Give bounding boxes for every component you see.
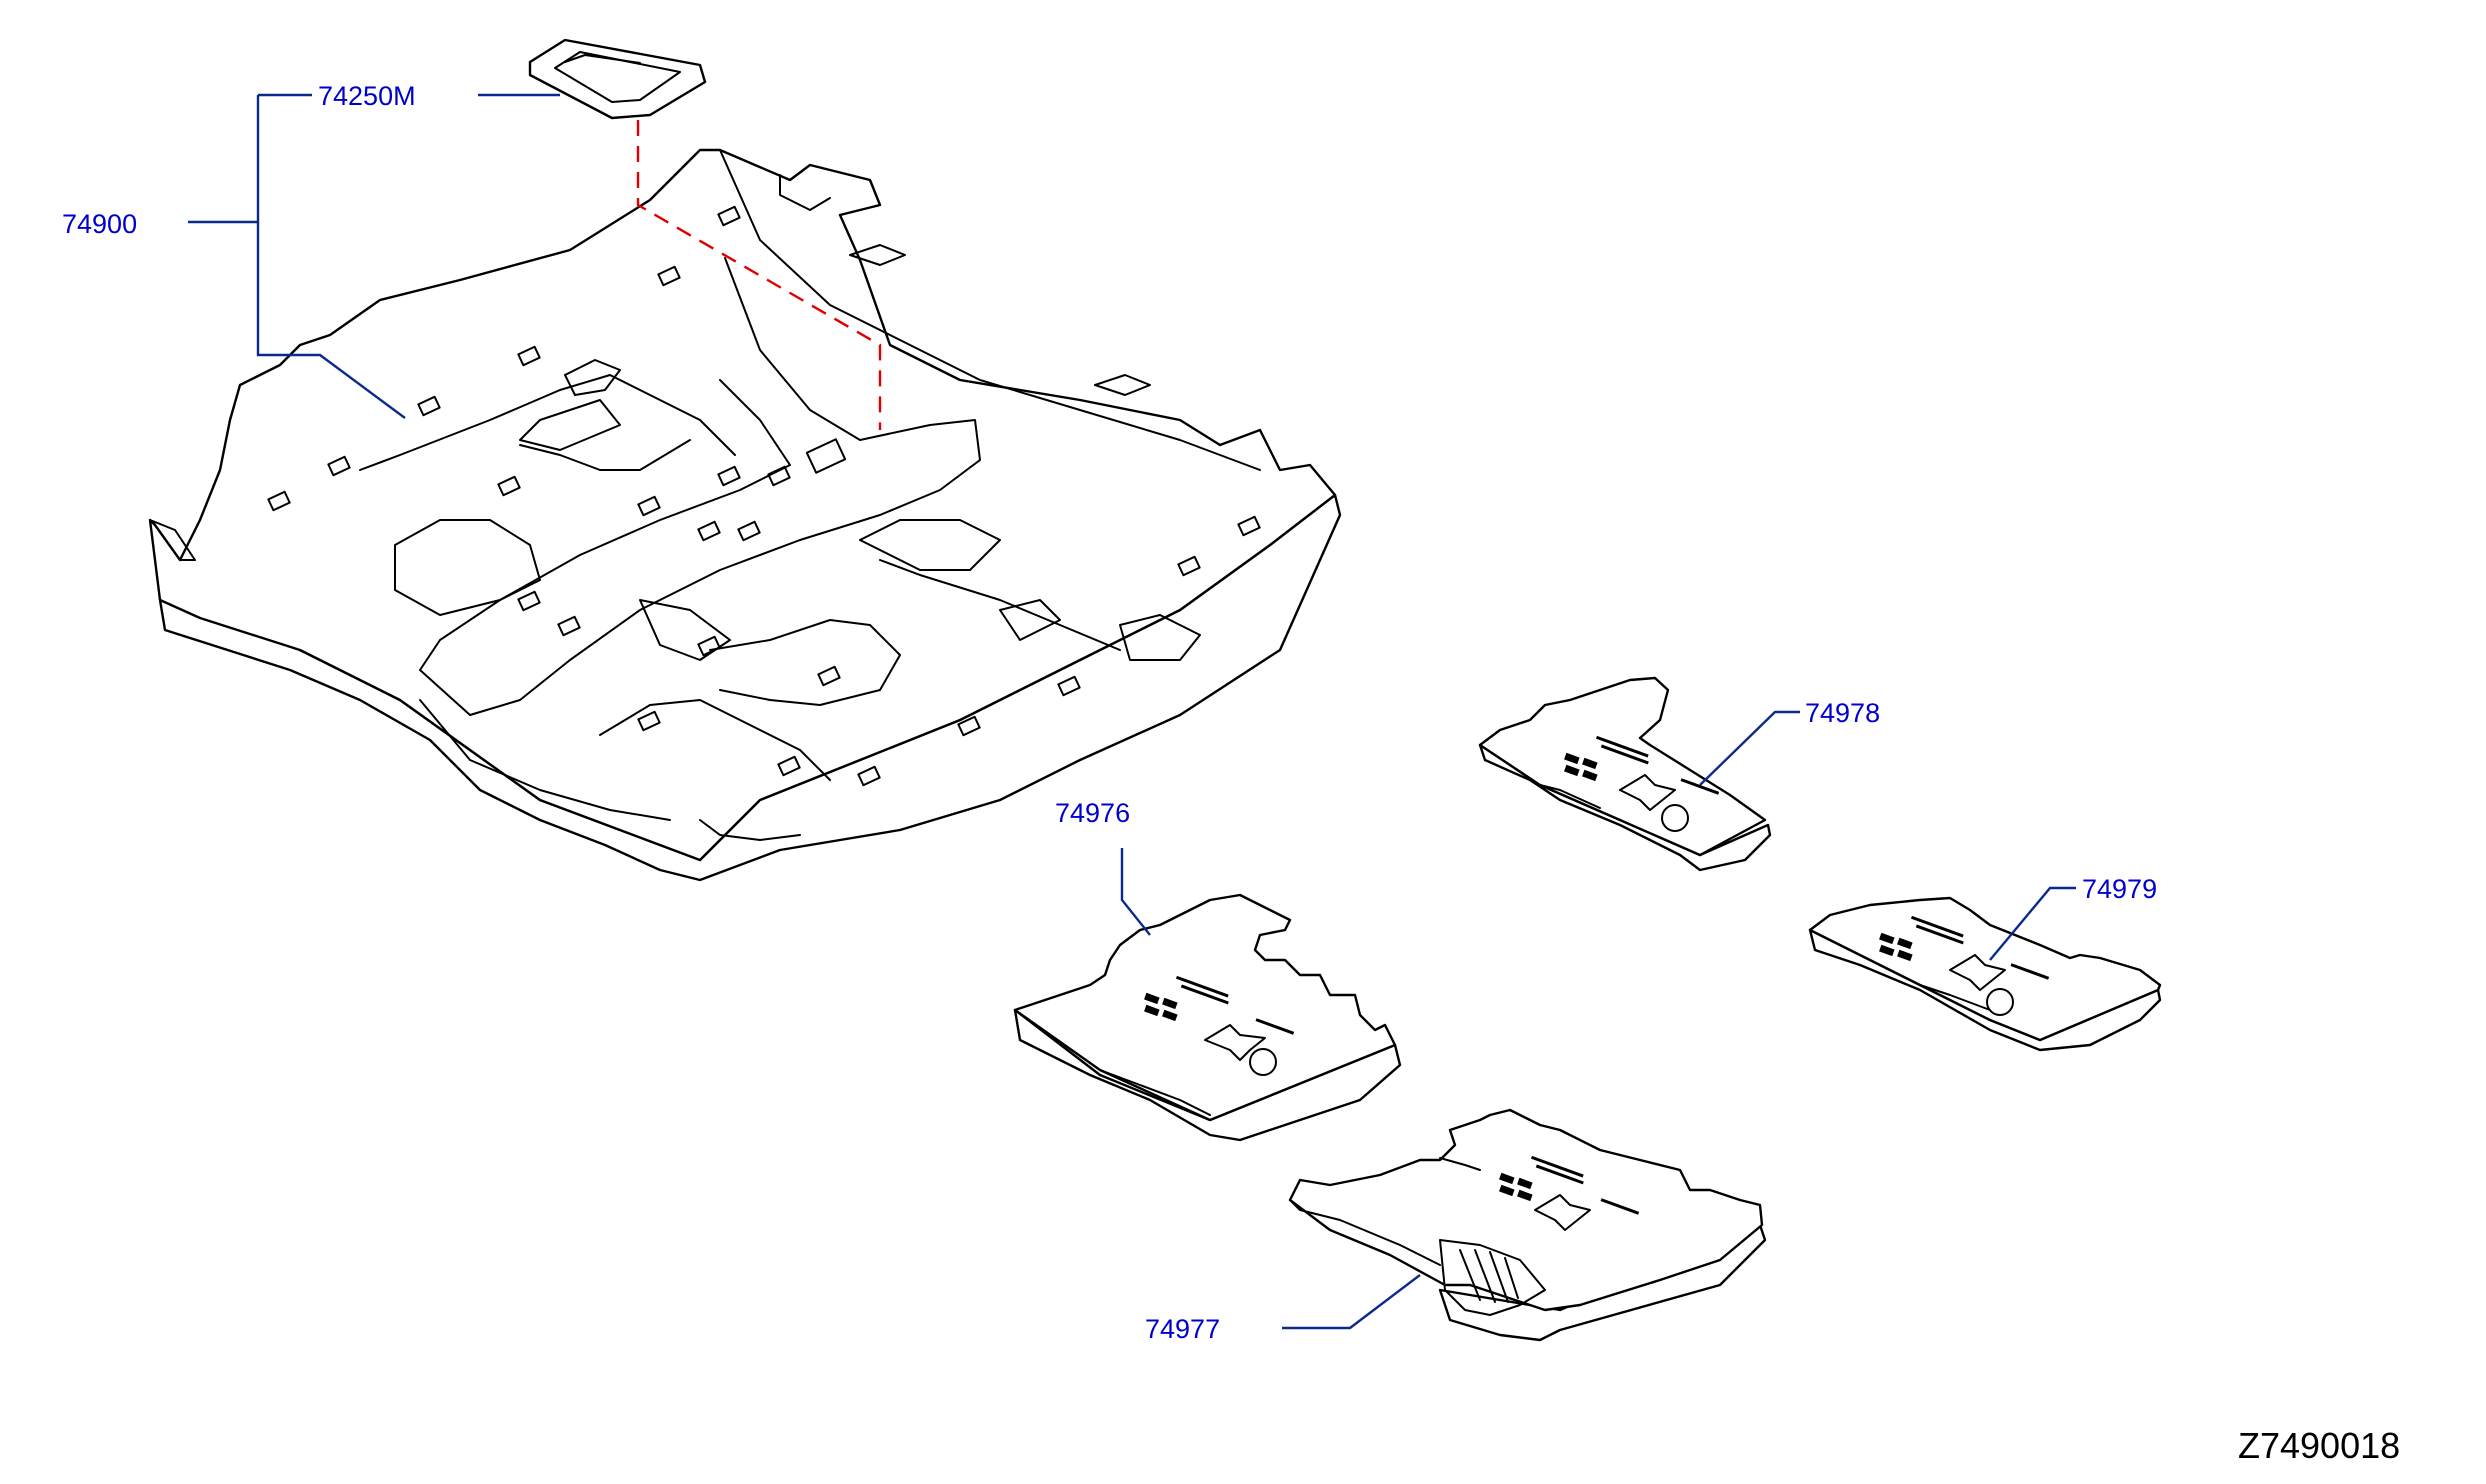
floor-pad-74250m[interactable] bbox=[528, 38, 707, 120]
callout-74900: 74900 bbox=[62, 209, 137, 239]
floor-mat-74976[interactable] bbox=[1013, 893, 1402, 1142]
floor-carpet-assembly[interactable] bbox=[148, 148, 1342, 882]
callout-74976: 74976 bbox=[1055, 798, 1130, 828]
leader-74978 bbox=[1699, 710, 1800, 786]
leader-74977 bbox=[1282, 1274, 1421, 1330]
floor-mat-74977[interactable] bbox=[1288, 1108, 1767, 1342]
diagram-code: Z7490018 bbox=[2238, 1425, 2400, 1466]
leader-74979 bbox=[1989, 886, 2076, 961]
callout-74250m: 74250M bbox=[318, 81, 416, 111]
floor-mat-74979[interactable] bbox=[1808, 896, 2162, 1052]
leader-74976 bbox=[1120, 848, 1151, 936]
callout-74979: 74979 bbox=[2082, 874, 2157, 904]
callout-74977: 74977 bbox=[1145, 1314, 1220, 1344]
leader-74900-bracket bbox=[188, 93, 406, 419]
callout-74978: 74978 bbox=[1805, 698, 1880, 728]
floor-mat-74978[interactable] bbox=[1478, 676, 1772, 872]
